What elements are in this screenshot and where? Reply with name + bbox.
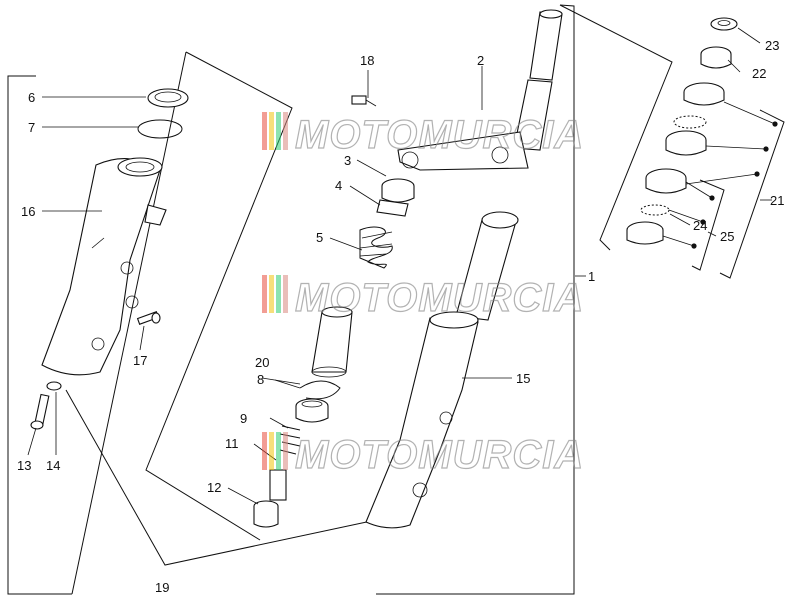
callout-14: 14: [46, 458, 60, 473]
callout-1: 1: [588, 269, 595, 284]
screw-13: [30, 393, 50, 430]
callout-11: 11: [225, 436, 239, 451]
ball-cage-top: [673, 115, 707, 129]
callout-12: 12: [207, 480, 221, 495]
callout-23: 23: [765, 38, 779, 53]
o-ring-7: [137, 119, 183, 139]
callout-19: 19: [155, 580, 169, 595]
bearing-cone-bottom: [626, 221, 664, 245]
callout-4: 4: [335, 178, 342, 193]
leader-lines: [27, 27, 772, 505]
watermark-1: MOTOMURCIA: [262, 112, 584, 158]
callout-5: 5: [316, 230, 323, 245]
bolt-18: [351, 95, 377, 107]
group-bracket-21-25: [691, 109, 785, 279]
damper-tube-10: [311, 306, 353, 378]
callout-16: 16: [21, 204, 35, 219]
fork-leg-right: [365, 211, 519, 529]
washer-14: [46, 381, 62, 391]
spring-5: [359, 226, 393, 269]
callout-25: 25: [720, 229, 734, 244]
rod-11: [269, 469, 287, 501]
group-bullets: [662, 101, 778, 249]
callout-2: 2: [477, 53, 484, 68]
callout-9: 9: [240, 411, 247, 426]
bearing-cup-bottom: [645, 168, 687, 194]
watermark-2: MOTOMURCIA: [262, 275, 584, 321]
bearing-cone-top: [665, 130, 707, 156]
callout-21: 21: [770, 193, 784, 208]
callout-22: 22: [752, 66, 766, 81]
fork-leg-left: [41, 157, 167, 376]
group-bracket-1: [376, 4, 673, 595]
circlip-20: [299, 380, 341, 400]
callout-6: 6: [28, 90, 35, 105]
group-bracket-19: [7, 51, 377, 595]
piston-8: [295, 398, 329, 423]
callout-8: 8: [257, 372, 264, 387]
bush-12: [253, 500, 279, 528]
callout-13: 13: [17, 458, 31, 473]
callout-18: 18: [360, 53, 374, 68]
spring-9: [279, 425, 301, 455]
callout-24: 24: [693, 218, 707, 233]
cap-3: [381, 178, 415, 203]
seal-ring-6: [147, 88, 189, 108]
callout-15: 15: [516, 371, 530, 386]
callout-7: 7: [28, 120, 35, 135]
watermark-3: MOTOMURCIA: [262, 432, 584, 478]
ring-nut-22: [700, 46, 732, 69]
callout-17: 17: [133, 353, 147, 368]
ball-cage-24: [640, 204, 670, 216]
steering-stem-2: [397, 9, 563, 171]
bearing-cup-top: [683, 82, 725, 106]
nut-23: [710, 17, 738, 31]
spacer-4: [376, 199, 409, 217]
watermark-text-2: MOTOMURCIA: [295, 276, 584, 320]
bolt-17: [136, 311, 161, 325]
callout-20: 20: [255, 355, 269, 370]
callout-3: 3: [344, 153, 351, 168]
watermark-text-1: MOTOMURCIA: [295, 113, 584, 157]
callouts: 1 2 3 4 5 6 7 8 9 11 12 13 14 15 16 17 1…: [17, 38, 784, 595]
watermark-text-3: MOTOMURCIA: [295, 433, 584, 477]
